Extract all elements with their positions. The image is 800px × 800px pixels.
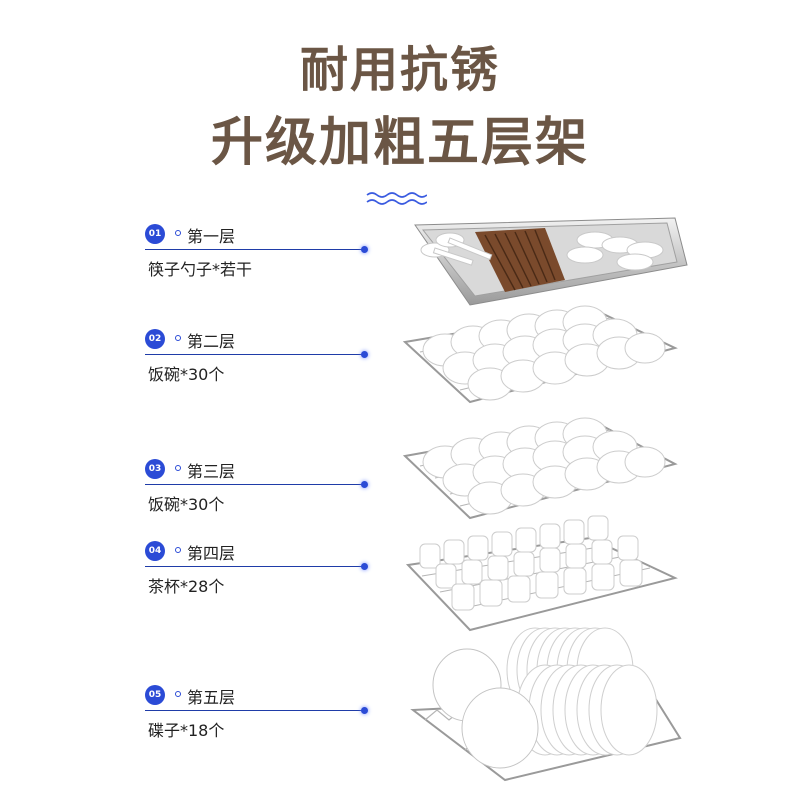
leader-line	[145, 710, 363, 711]
layer-name: 第二层	[187, 332, 236, 351]
layer-2-label: 02 第二层 饭碗*30个	[145, 329, 385, 389]
layer-1-label: 01 第一层 筷子勺子*若干	[145, 224, 385, 284]
leader-dot-icon	[361, 481, 368, 488]
leader-dot-icon	[361, 707, 368, 714]
layer-name: 第三层	[187, 462, 236, 481]
leader-line	[145, 484, 363, 485]
layer-number-badge: 01	[145, 224, 165, 244]
headline-line-1: 耐用抗锈	[299, 42, 500, 98]
layer-description: 筷子勺子*若干	[148, 260, 253, 279]
bowl-rack-image	[402, 305, 678, 404]
leader-dot-icon	[361, 563, 368, 570]
layer-number-badge: 04	[145, 541, 165, 561]
layer-name: 第四层	[187, 544, 236, 563]
layer-description: 茶杯*28个	[148, 577, 225, 596]
leader-dot-icon	[361, 246, 368, 253]
layer-number-badge: 03	[145, 459, 165, 479]
bowl-rack-image	[402, 417, 678, 520]
layer-description: 饭碗*30个	[148, 365, 225, 384]
leader-line	[145, 354, 363, 355]
layer-name: 第一层	[187, 227, 236, 246]
cup-rack-image	[405, 515, 678, 632]
cutlery-tray-image	[414, 217, 688, 306]
leader-line	[145, 566, 363, 567]
layer-name: 第五层	[187, 688, 236, 707]
headline-line-2: 升级加粗五层架	[210, 113, 589, 173]
layer-description: 碟子*18个	[148, 721, 225, 740]
wave-divider-icon	[366, 192, 427, 205]
leader-dot-icon	[361, 351, 368, 358]
bullet-icon	[175, 547, 181, 553]
layer-4-label: 04 第四层 茶杯*28个	[145, 541, 385, 601]
layer-description: 饭碗*30个	[148, 495, 225, 514]
bullet-icon	[175, 691, 181, 697]
bullet-icon	[175, 335, 181, 341]
bullet-icon	[175, 230, 181, 236]
layer-number-badge: 05	[145, 685, 165, 705]
bullet-icon	[175, 465, 181, 471]
plate-rack-image	[410, 627, 682, 782]
leader-line	[145, 249, 363, 250]
layer-number-badge: 02	[145, 329, 165, 349]
layer-3-label: 03 第三层 饭碗*30个	[145, 459, 385, 519]
layer-5-label: 05 第五层 碟子*18个	[145, 685, 385, 745]
